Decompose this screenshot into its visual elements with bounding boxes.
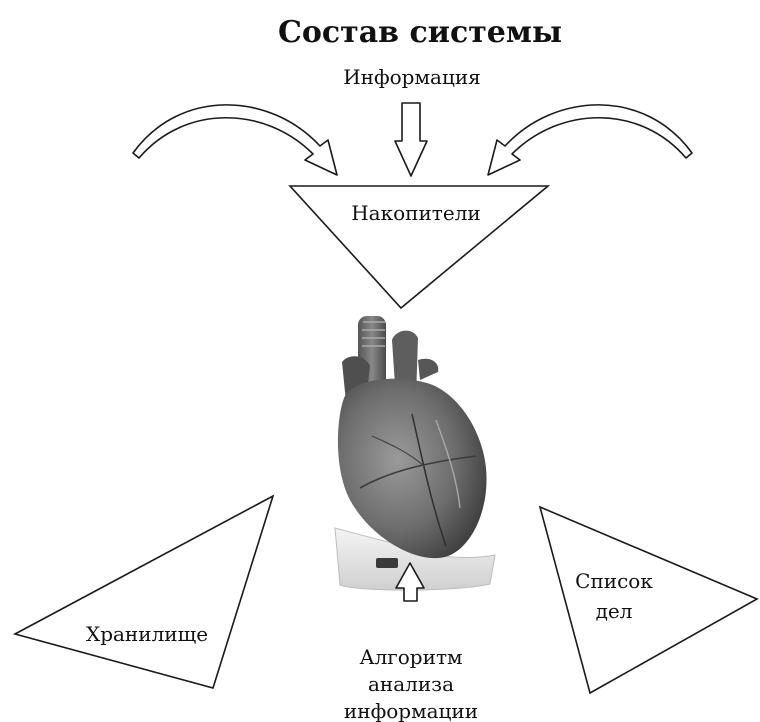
- todo-label-line2: дел: [596, 599, 633, 623]
- todo-label-line1: Список: [575, 569, 653, 593]
- information-label: Информация: [343, 65, 481, 89]
- left-curved-arrow-icon: [133, 105, 337, 175]
- accumulators-label: Накопители: [351, 201, 481, 225]
- diagram-title: Состав системы: [278, 15, 562, 50]
- down-arrow-icon: [395, 103, 427, 176]
- algorithm-label-line1: Алгоритм: [359, 645, 462, 669]
- algorithm-label-line3: информации: [344, 699, 478, 722]
- storage-triangle: [15, 496, 273, 688]
- algorithm-label-line2: анализа: [368, 672, 454, 696]
- todo-triangle: [540, 507, 757, 693]
- heart-model-image: [335, 316, 495, 590]
- storage-label: Хранилище: [86, 622, 208, 646]
- right-curved-arrow-icon: [488, 105, 692, 175]
